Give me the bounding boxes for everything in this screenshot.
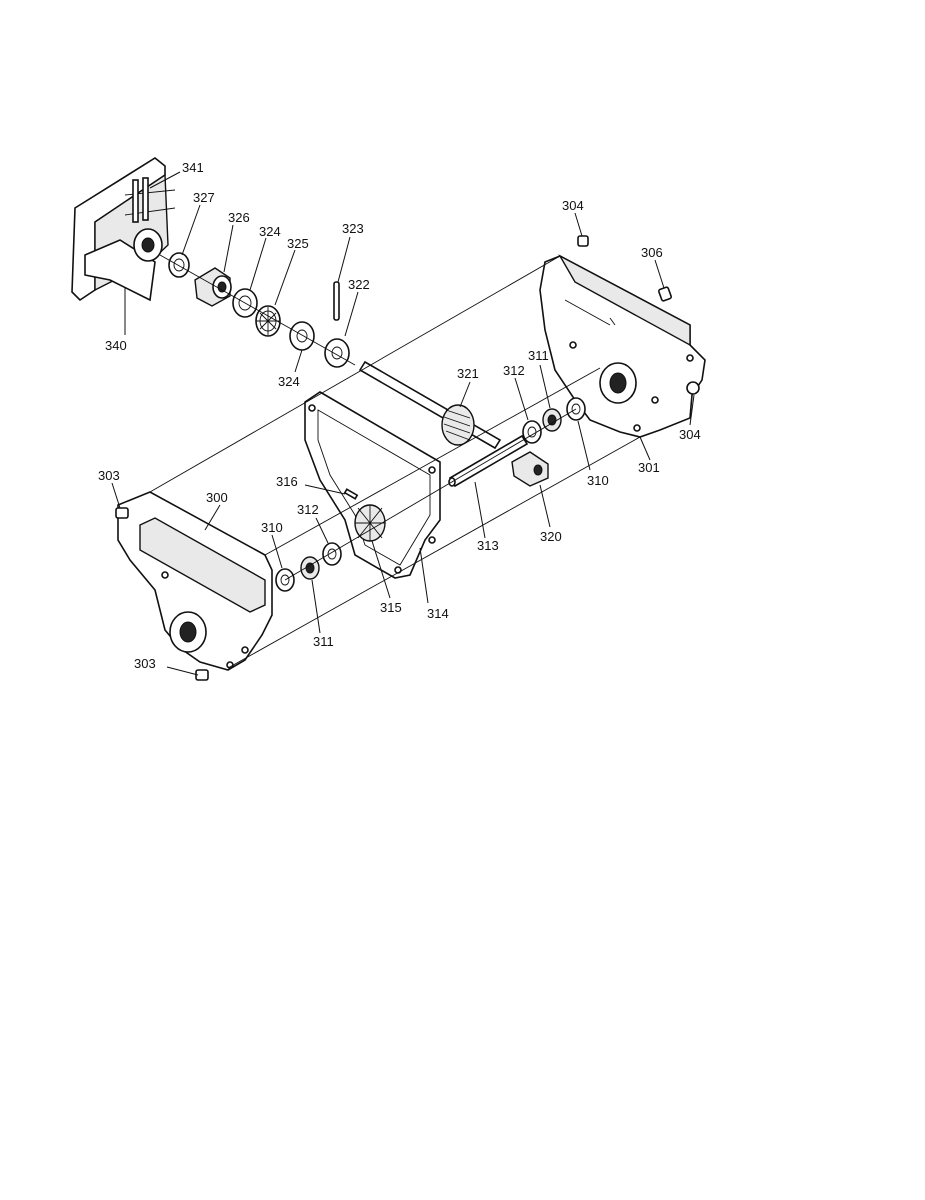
- callout-312-left: 312: [297, 502, 319, 517]
- callout-313: 313: [477, 538, 499, 553]
- callout-311-right: 311: [528, 348, 549, 363]
- gasket-314: [304, 391, 441, 579]
- gear-315: [354, 504, 386, 542]
- screw-304-right: [686, 381, 700, 395]
- callout-340: 340: [105, 338, 127, 353]
- bushing-311-left: [300, 556, 320, 580]
- screw-303-top: [115, 507, 129, 519]
- callout-312-right: 312: [503, 363, 525, 378]
- worm-shaft-321: [358, 360, 502, 450]
- gear-housing-301: [539, 254, 706, 438]
- callout-303-bottom: 303: [134, 656, 156, 671]
- callout-323: 323: [342, 221, 364, 236]
- washer-312-left: [322, 542, 342, 566]
- callout-311-left: 311: [313, 634, 334, 649]
- callout-300: 300: [206, 490, 228, 505]
- leader-lines: [111, 171, 695, 676]
- screw-304-top: [577, 235, 589, 247]
- callout-322: 322: [348, 277, 370, 292]
- washer-322: [324, 338, 350, 368]
- callout-316: 316: [276, 474, 298, 489]
- callout-310-left: 310: [261, 520, 283, 535]
- callout-labels: 341 327 326 324 325 323 322 340 324 304 …: [98, 160, 701, 671]
- callout-306: 306: [641, 245, 663, 260]
- callout-301: 301: [638, 460, 660, 475]
- bushing-320: [511, 451, 549, 487]
- bushing-326: [194, 267, 232, 307]
- washer-312-right: [522, 420, 542, 444]
- pin-341: [132, 177, 149, 223]
- callout-326: 326: [228, 210, 250, 225]
- callout-325: 325: [287, 236, 309, 251]
- callout-314: 314: [427, 606, 449, 621]
- callout-304-top: 304: [562, 198, 584, 213]
- assembly-lines: [149, 254, 641, 669]
- callout-304-right: 304: [679, 427, 701, 442]
- callout-303-top: 303: [98, 468, 120, 483]
- callout-310-right: 310: [587, 473, 609, 488]
- pin-323: [333, 281, 340, 321]
- thrust-bearing-325: [255, 305, 281, 337]
- callout-324-lower: 324: [278, 374, 300, 389]
- callout-327: 327: [193, 190, 215, 205]
- callout-320: 320: [540, 529, 562, 544]
- callout-315: 315: [380, 600, 402, 615]
- callout-341: 341: [182, 160, 204, 175]
- washer-327: [168, 252, 190, 278]
- screw-306: [658, 286, 672, 302]
- impeller-bracket-340: [71, 157, 176, 302]
- washer-324-lower: [289, 321, 315, 351]
- callout-324-upper: 324: [259, 224, 281, 239]
- key-316: [343, 488, 359, 500]
- callout-321: 321: [457, 366, 479, 381]
- bushing-311-right: [542, 408, 562, 432]
- gear-housing-300: [117, 491, 273, 671]
